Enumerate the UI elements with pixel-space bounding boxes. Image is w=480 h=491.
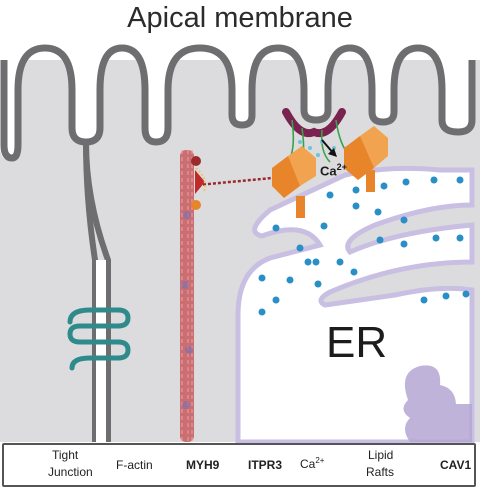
calcium-label: Ca2+ bbox=[320, 162, 347, 178]
arrow-head bbox=[328, 148, 337, 157]
extracellular-space bbox=[0, 0, 480, 160]
calcium-label-base: Ca bbox=[320, 163, 337, 179]
legend-calcium-base: Ca bbox=[300, 457, 316, 471]
legend-f-actin-label: F-actin bbox=[116, 458, 153, 472]
legend-myh9-label: MYH9 bbox=[186, 458, 220, 472]
itpr3-receptor-left bbox=[272, 146, 316, 218]
er-vesicle bbox=[403, 365, 472, 442]
legend-calcium-label: Ca2+ bbox=[300, 456, 324, 471]
f-actin-bundle bbox=[180, 150, 194, 442]
legend-itpr3-label: ITPR3 bbox=[248, 458, 283, 472]
lateral-membrane-right bbox=[83, 141, 111, 442]
er-calcium-dots bbox=[258, 176, 470, 316]
legend-calcium-charge: 2+ bbox=[315, 456, 325, 465]
er-label: ER bbox=[326, 318, 388, 367]
lipid-raft bbox=[282, 108, 346, 137]
calcium-label-charge: 2+ bbox=[336, 162, 347, 172]
intercellular-space bbox=[96, 260, 106, 442]
legend-box bbox=[2, 443, 476, 487]
itpr3-receptor-right bbox=[344, 126, 388, 192]
myh9-myosin bbox=[191, 156, 273, 210]
legend-lipid-rafts-line1: Lipid bbox=[368, 448, 394, 462]
legend-cav1-label: CAV1 bbox=[440, 458, 472, 472]
figure-title: Apical membrane bbox=[127, 2, 353, 34]
legend-tight-junction-line2: Junction bbox=[48, 465, 93, 479]
tight-junction bbox=[67, 307, 131, 371]
legend-lipid-rafts-line2: Rafts bbox=[366, 465, 395, 479]
legend-tight-junction-line1: Tight bbox=[52, 448, 79, 462]
apical-membrane-line bbox=[0, 44, 476, 162]
